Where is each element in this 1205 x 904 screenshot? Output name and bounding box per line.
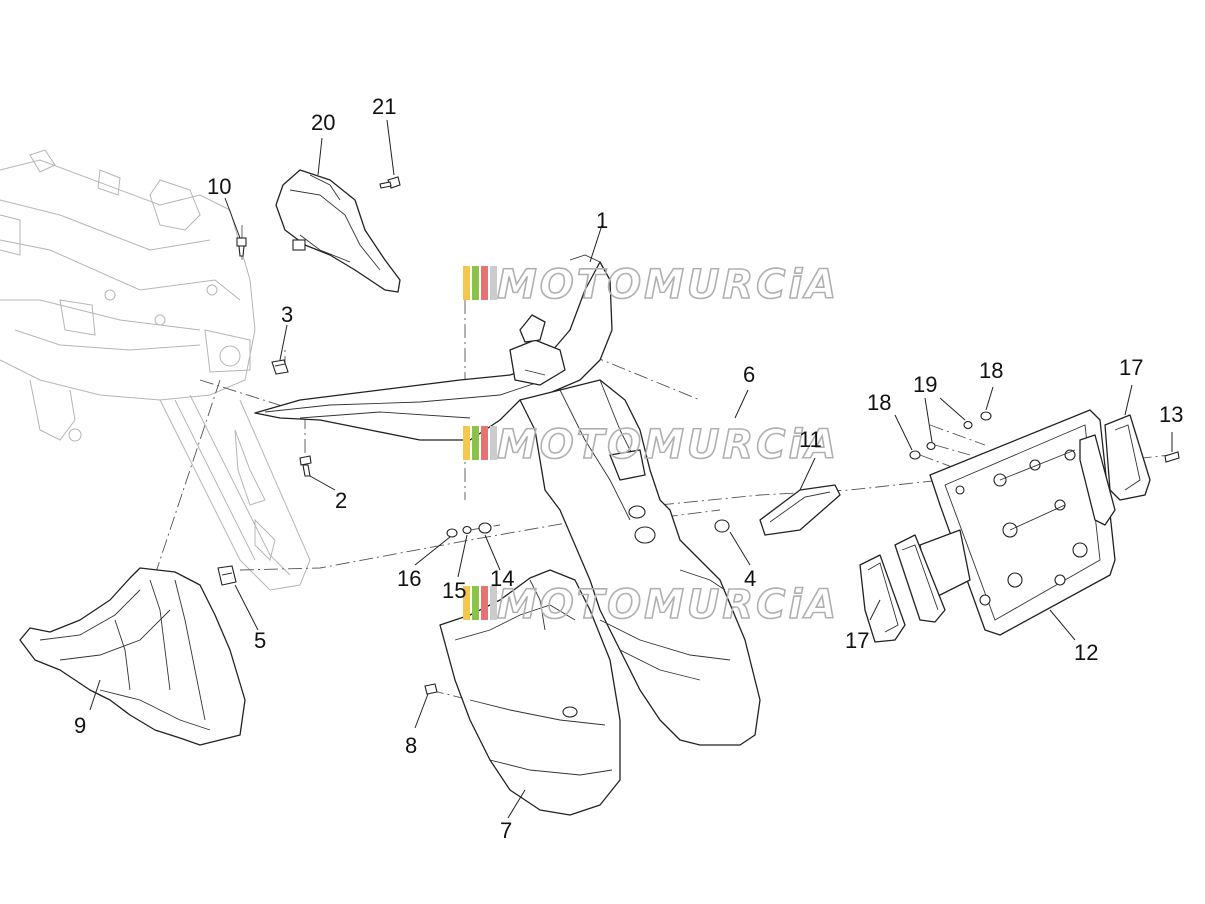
watermark-stripe	[472, 426, 479, 460]
part-4-screw	[714, 519, 730, 533]
callout-6: 6	[743, 362, 755, 387]
watermark-text: MOTOMURCiA	[497, 422, 839, 468]
watermark-stripe	[472, 266, 479, 300]
watermark-text: MOTOMURCiA	[497, 582, 839, 628]
callout-3: 3	[281, 302, 293, 327]
callout-1: 1	[596, 208, 608, 233]
watermark-middle: MOTOMURCiA	[463, 421, 839, 469]
parts-18-19-hardware	[909, 411, 992, 460]
watermark-stripe	[481, 586, 488, 620]
callout-8: 8	[405, 733, 417, 758]
callout-18-left: 18	[867, 390, 891, 415]
callout-21: 21	[372, 94, 396, 119]
callout-15: 15	[442, 578, 466, 603]
part-9-lower-cover	[19, 567, 246, 746]
callout-10: 10	[207, 174, 231, 199]
callout-19: 19	[913, 372, 937, 397]
watermark-top: MOTOMURCiA	[463, 261, 839, 309]
callout-5: 5	[254, 628, 266, 653]
watermark-stripe	[481, 266, 488, 300]
watermark-stripe	[472, 586, 479, 620]
scooter-frame-outline	[0, 149, 311, 591]
part-17-rubber-pad-lower	[859, 534, 946, 643]
callout-20: 20	[311, 110, 335, 135]
watermark-stripe	[463, 266, 470, 300]
part-6-mudguard	[519, 379, 761, 746]
callout-12: 12	[1074, 640, 1098, 665]
part-8-screw	[424, 683, 438, 695]
part-7-inner-mudguard	[439, 569, 621, 816]
watermark-stripe	[490, 586, 497, 620]
callout-13: 13	[1159, 402, 1183, 427]
callout-2: 2	[335, 488, 347, 513]
part-1-rear-carrier	[254, 254, 613, 441]
watermark-stripe	[463, 426, 470, 460]
leader-lines	[89, 119, 1173, 819]
part-3-clip	[271, 359, 289, 375]
watermark-stripe	[463, 586, 470, 620]
watermark-stripe	[490, 426, 497, 460]
callout-17-lower: 17	[845, 628, 869, 653]
callout-18-right: 18	[979, 358, 1003, 383]
part-13-screw	[1164, 451, 1180, 463]
watermark-stripe	[490, 266, 497, 300]
callout-4: 4	[744, 566, 756, 591]
part-21-screw	[379, 176, 401, 189]
part-5-clip	[217, 565, 237, 586]
part-11-reflector	[759, 484, 841, 536]
watermark-stripe	[481, 426, 488, 460]
watermark-text: MOTOMURCiA	[497, 262, 839, 308]
callout-17-upper: 17	[1119, 355, 1143, 380]
callout-labels: 1 2 3 4 5 6 7 8 9 10 11 12 13 14 15 16 1…	[74, 94, 1183, 843]
callout-16: 16	[397, 566, 421, 591]
callout-11: 11	[799, 427, 822, 452]
parts-14-15-16-hardware	[446, 522, 492, 538]
part-2-screw	[299, 455, 312, 477]
part-20-cover	[275, 169, 401, 293]
part-17-rubber-pad-upper	[1079, 414, 1151, 526]
part-10-screw	[236, 237, 247, 257]
callout-14: 14	[490, 566, 514, 591]
callout-7: 7	[500, 818, 512, 843]
callout-9: 9	[74, 713, 86, 738]
watermark-bottom: MOTOMURCiA	[463, 581, 839, 629]
